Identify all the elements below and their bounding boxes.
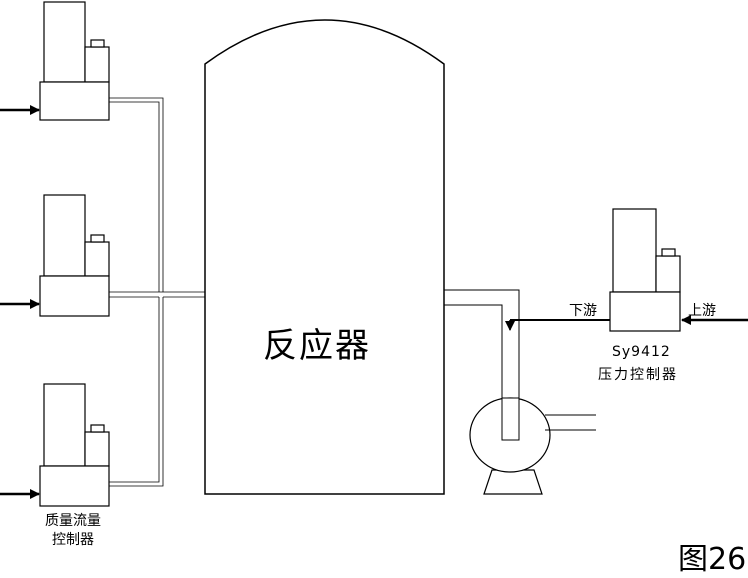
pressure-controller-model: Sy9412 <box>612 344 671 360</box>
gas-manifold-pipe <box>109 97 205 487</box>
reactor-vessel <box>204 19 445 495</box>
mass-flow-controller-label: 质量流量 控制器 <box>28 512 118 550</box>
reactor-label: 反应器 <box>263 326 371 366</box>
pressure-controller <box>609 208 681 332</box>
downstream-label: 下游 <box>569 303 597 319</box>
figure-label: 图26 <box>678 542 747 577</box>
pump-inner-pipe <box>501 397 520 441</box>
upstream-label: 上游 <box>688 303 716 319</box>
pump-discharge-pipe <box>545 414 596 431</box>
mass-flow-controller-1 <box>39 1 110 121</box>
mass-flow-controller-3 <box>39 383 110 507</box>
mfc-label-line2: 控制器 <box>52 532 94 548</box>
mass-flow-controller-2 <box>39 194 110 317</box>
mfc-label-line1: 质量流量 <box>45 513 101 529</box>
pressure-controller-name: 压力控制器 <box>598 367 678 383</box>
